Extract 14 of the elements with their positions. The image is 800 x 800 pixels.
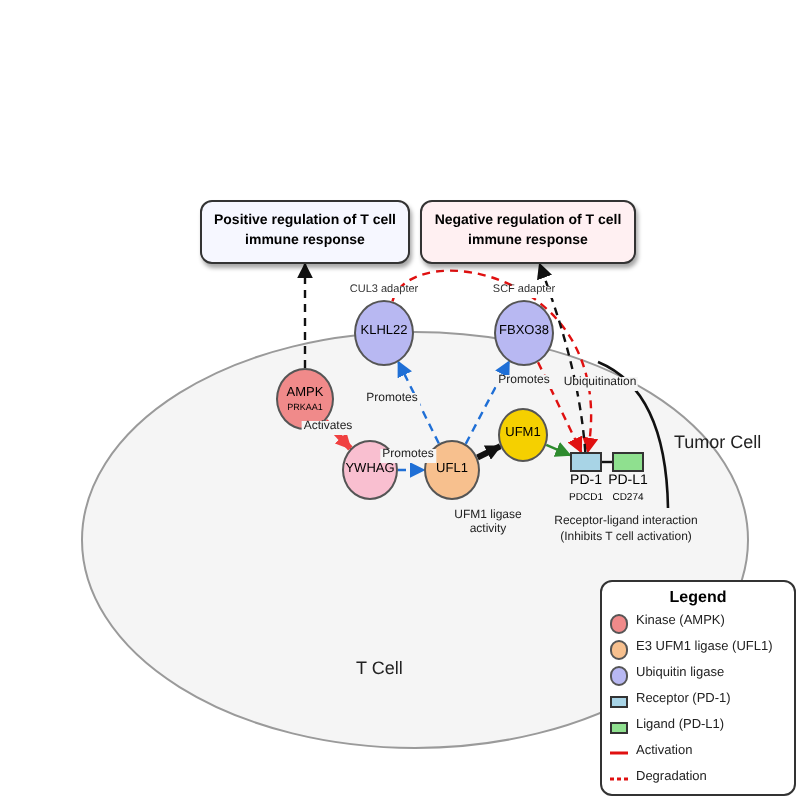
- cell-label: Tumor Cell: [674, 434, 762, 452]
- process-box: [200, 200, 410, 264]
- arrow: [297, 262, 313, 368]
- process-box: [420, 200, 636, 264]
- arrow: [397, 360, 440, 445]
- arrow: [398, 462, 426, 478]
- arrow: [536, 361, 583, 454]
- arrow: [476, 443, 502, 461]
- arrow: [391, 269, 597, 454]
- arrow: [464, 360, 511, 445]
- cell-label: T Cell: [356, 656, 403, 682]
- arrow: [545, 442, 572, 457]
- legend-title: Legend: [667, 590, 729, 606]
- arrow: [537, 262, 587, 453]
